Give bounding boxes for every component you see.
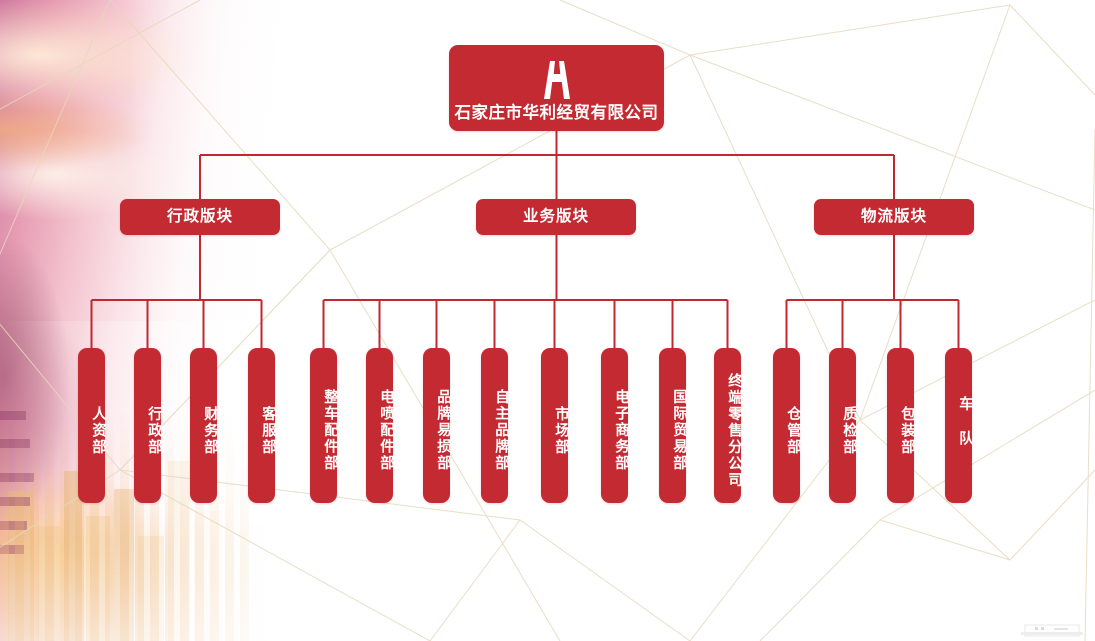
- division-label-logistics: 物流版块: [860, 208, 927, 226]
- department-label: 整车配件部: [322, 389, 338, 472]
- department-label: 财务部: [202, 405, 218, 456]
- department-label: 市场部: [553, 405, 569, 456]
- department-label: 行政部: [146, 405, 162, 456]
- department-node-brand-wear-parts[interactable]: 品牌易损部: [423, 348, 451, 503]
- division-label-business: 业务版块: [522, 208, 589, 226]
- root-node-company[interactable]: 石家庄市华利经贸有限公司: [449, 45, 664, 131]
- watermark-fragment: [1021, 624, 1083, 637]
- department-node-retail-branch[interactable]: 终端零售分公司: [714, 348, 742, 503]
- department-node-efi-parts[interactable]: 电喷配件部: [366, 348, 394, 503]
- department-node-administration[interactable]: 行政部: [134, 348, 162, 503]
- department-node-marketing[interactable]: 市场部: [541, 348, 569, 503]
- background-photo-fade: [0, 0, 320, 641]
- department-label: 品牌易损部: [435, 389, 451, 472]
- department-node-packaging[interactable]: 包装部: [887, 348, 915, 503]
- department-node-vehicle-parts[interactable]: 整车配件部: [310, 348, 338, 503]
- division-node-logistics[interactable]: 物流版块: [814, 199, 974, 235]
- division-label-admin: 行政版块: [166, 208, 233, 226]
- department-label: 车队: [957, 396, 973, 465]
- department-label: 电喷配件部: [378, 389, 394, 472]
- department-node-ecommerce[interactable]: 电子商务部: [601, 348, 629, 503]
- department-node-hr[interactable]: 人资部: [78, 348, 106, 503]
- division-node-admin[interactable]: 行政版块: [120, 199, 280, 235]
- department-label: 自主品牌部: [493, 389, 509, 472]
- department-label: 国际贸易部: [671, 389, 687, 472]
- department-label: 终端零售分公司: [726, 372, 742, 489]
- division-node-business[interactable]: 业务版块: [476, 199, 636, 235]
- department-label: 质检部: [841, 405, 857, 456]
- department-node-customer-service[interactable]: 客服部: [248, 348, 276, 503]
- department-node-fleet[interactable]: 车队: [945, 348, 973, 503]
- company-gate-logo-icon: [543, 60, 570, 99]
- department-label: 客服部: [260, 405, 276, 456]
- root-node-label: 石家庄市华利经贸有限公司: [454, 103, 659, 122]
- department-label: 仓管部: [785, 405, 801, 456]
- department-label: 包装部: [899, 405, 915, 456]
- department-node-warehouse[interactable]: 仓管部: [773, 348, 801, 503]
- department-node-own-brand[interactable]: 自主品牌部: [481, 348, 509, 503]
- department-node-quality-inspection[interactable]: 质检部: [829, 348, 857, 503]
- department-node-international-trade[interactable]: 国际贸易部: [659, 348, 687, 503]
- department-label: 电子商务部: [613, 389, 629, 472]
- department-node-finance[interactable]: 财务部: [190, 348, 218, 503]
- department-label: 人资部: [90, 405, 106, 456]
